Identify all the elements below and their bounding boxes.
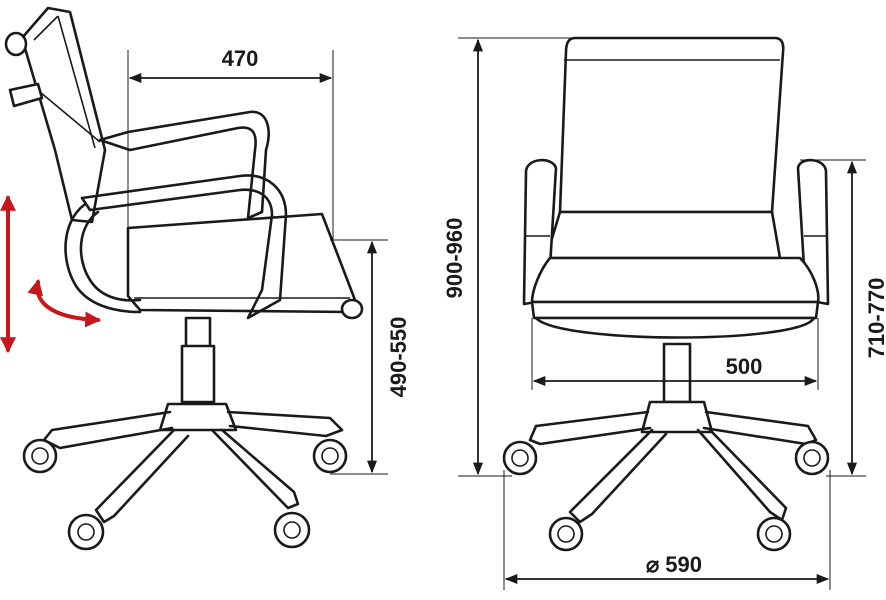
label-seat-depth: 470 — [222, 46, 259, 71]
dim-base-diameter: ⌀ 590 — [503, 470, 831, 590]
front-casters — [502, 440, 830, 552]
side-view-chair — [4, 6, 364, 551]
front-base-legs — [528, 410, 818, 524]
side-casters — [22, 438, 348, 551]
dim-seat-depth: 470 — [127, 46, 334, 240]
side-gas-lift-upper — [184, 316, 212, 350]
front-seat — [530, 256, 820, 304]
side-headrest-knob — [4, 31, 28, 57]
dim-seat-height: 490-550 — [330, 239, 411, 475]
dim-seat-width: 500 — [531, 318, 819, 390]
label-seat-width: 500 — [726, 354, 763, 379]
side-backrest — [20, 6, 107, 224]
front-view-chair — [502, 36, 830, 552]
side-armrest — [98, 110, 270, 220]
label-seat-height: 490-550 — [386, 317, 411, 398]
red-curved-arrow-icon — [27, 278, 102, 328]
front-gas-lift — [662, 342, 692, 404]
label-total-height: 900-960 — [442, 218, 467, 299]
dim-total-height: 900-960 — [442, 37, 575, 477]
front-backrest — [558, 36, 785, 214]
label-armrest-height: 710-770 — [864, 278, 886, 359]
label-base-diameter: ⌀ 590 — [646, 552, 702, 577]
side-gas-lift-lower — [180, 344, 216, 404]
dim-armrest-height: 710-770 — [800, 159, 886, 477]
